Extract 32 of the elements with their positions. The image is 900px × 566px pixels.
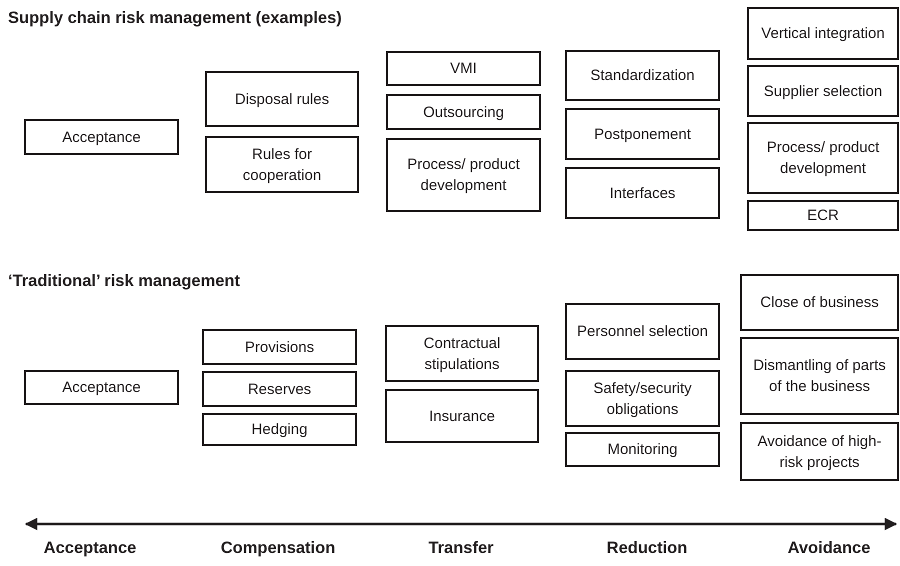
process-box: Acceptance (24, 119, 179, 155)
process-box: Outsourcing (386, 94, 541, 130)
process-box: Personnel selection (565, 303, 720, 360)
process-box: Hedging (202, 413, 357, 446)
axis-label: Transfer (428, 539, 494, 558)
heading: Supply chain risk management (examples) (8, 9, 342, 28)
process-box: Reserves (202, 371, 357, 407)
process-box: Interfaces (565, 167, 720, 219)
process-box: ECR (747, 200, 899, 231)
heading: ‘Traditional’ risk management (8, 272, 240, 291)
process-box: Process/ product development (386, 138, 541, 212)
process-box: Close of business (740, 274, 899, 331)
process-box: Supplier selection (747, 65, 899, 117)
axis-label: Reduction (606, 539, 688, 558)
process-box: Rules for cooperation (205, 136, 359, 193)
process-box: Postponement (565, 108, 720, 160)
process-box: Contractual stipulations (385, 325, 539, 382)
axis-label: Avoidance (788, 539, 870, 558)
process-box: Acceptance (24, 370, 179, 405)
process-box: Dismantling of parts of the business (740, 337, 899, 415)
process-box: Process/ product development (747, 122, 899, 194)
axis-label: Acceptance (44, 539, 136, 558)
process-box: Provisions (202, 329, 357, 365)
process-box: Safety/security obligations (565, 370, 720, 427)
process-box: Insurance (385, 389, 539, 443)
process-box: Monitoring (565, 432, 720, 467)
process-box: Avoidance of high-risk projects (740, 422, 899, 481)
process-box: VMI (386, 51, 541, 86)
axis-label: Compensation (220, 539, 336, 558)
process-box: Disposal rules (205, 71, 359, 127)
process-box: Vertical integration (747, 7, 899, 60)
process-box: Standardization (565, 50, 720, 101)
